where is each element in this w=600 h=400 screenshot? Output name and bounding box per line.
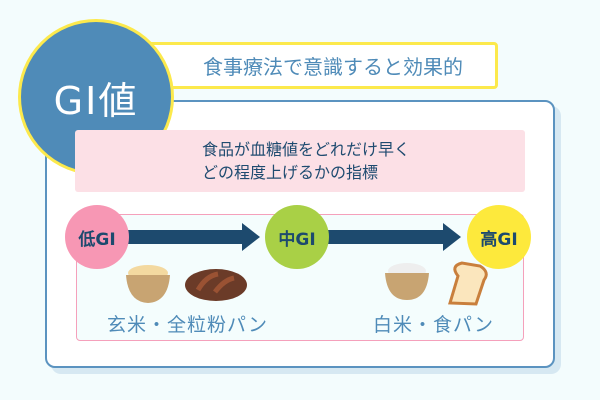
description-box: 食品が血糖値をどれだけ早く どの程度上げるかの指標: [75, 130, 525, 192]
high-gi-foods: 白米・食パン: [373, 314, 494, 336]
level-low-label: 低GI: [78, 229, 116, 250]
arrow-mid-to-high: [325, 230, 445, 244]
description-line-2: どの程度上げるかの指標: [202, 163, 379, 182]
level-high-label: 高GI: [480, 229, 518, 250]
brown-rice-bowl-icon: [126, 265, 170, 303]
subtitle-text: 食事療法で意識すると効果的: [203, 55, 463, 79]
arrow-head-icon: [242, 223, 260, 251]
level-low: 低GI: [65, 205, 129, 269]
low-gi-foods: 玄米・全粒粉パン: [107, 314, 268, 336]
whole-grain-bread-icon: [185, 269, 247, 301]
white-rice-bowl-icon: [385, 263, 429, 300]
description-line-1: 食品が血糖値をどれだけ早く: [202, 140, 411, 159]
arrow-head-icon: [443, 223, 461, 251]
level-mid-label: 中GI: [278, 229, 316, 250]
toast-icon: [448, 261, 488, 306]
arrow-low-to-mid: [125, 230, 245, 244]
subtitle-banner: 食事療法で意識すると効果的: [138, 42, 498, 89]
level-high: 高GI: [467, 205, 531, 269]
level-mid: 中GI: [265, 205, 329, 269]
badge-title: GI値: [53, 78, 139, 123]
